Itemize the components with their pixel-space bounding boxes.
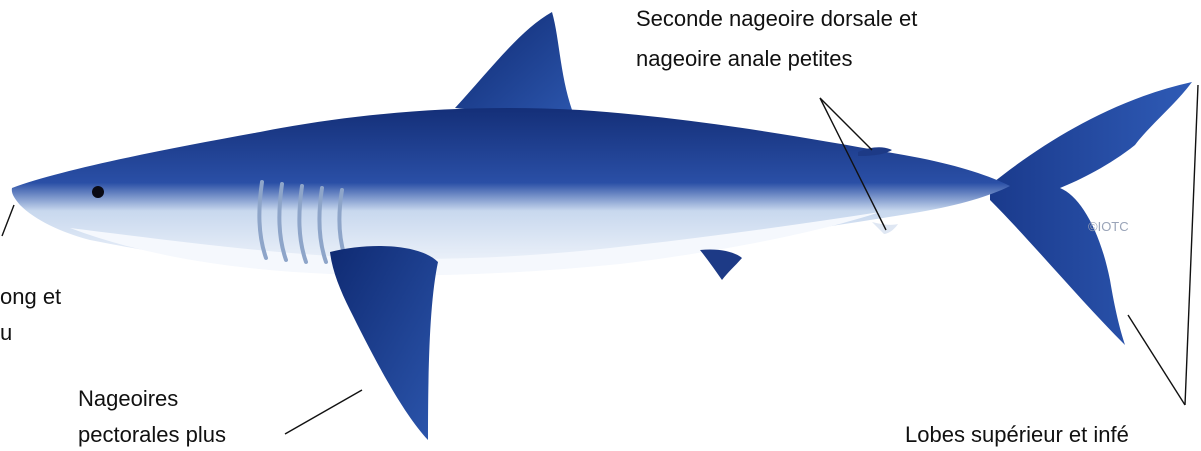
leader-line-upper-lobe [1185,85,1198,405]
leader-line-lower-lobe [1128,315,1185,405]
leader-line-pectoral [285,390,362,434]
label-second-dorsal-line2: nageoire anale petites [636,44,853,74]
pelvic-fin [700,249,742,280]
label-snout-line1: ong et [0,282,61,312]
pectoral-fin [330,246,438,440]
label-second-dorsal-line1: Seconde nageoire dorsale et [636,4,917,34]
leader-line-snout [2,205,14,236]
caudal-fin [990,82,1192,345]
eye [92,186,104,198]
label-pectoral-line1: Nageoires [78,384,178,414]
label-snout-line2: u [0,318,12,348]
copyright-credit: ©IOTC [1088,219,1129,234]
first-dorsal-fin [455,12,575,118]
